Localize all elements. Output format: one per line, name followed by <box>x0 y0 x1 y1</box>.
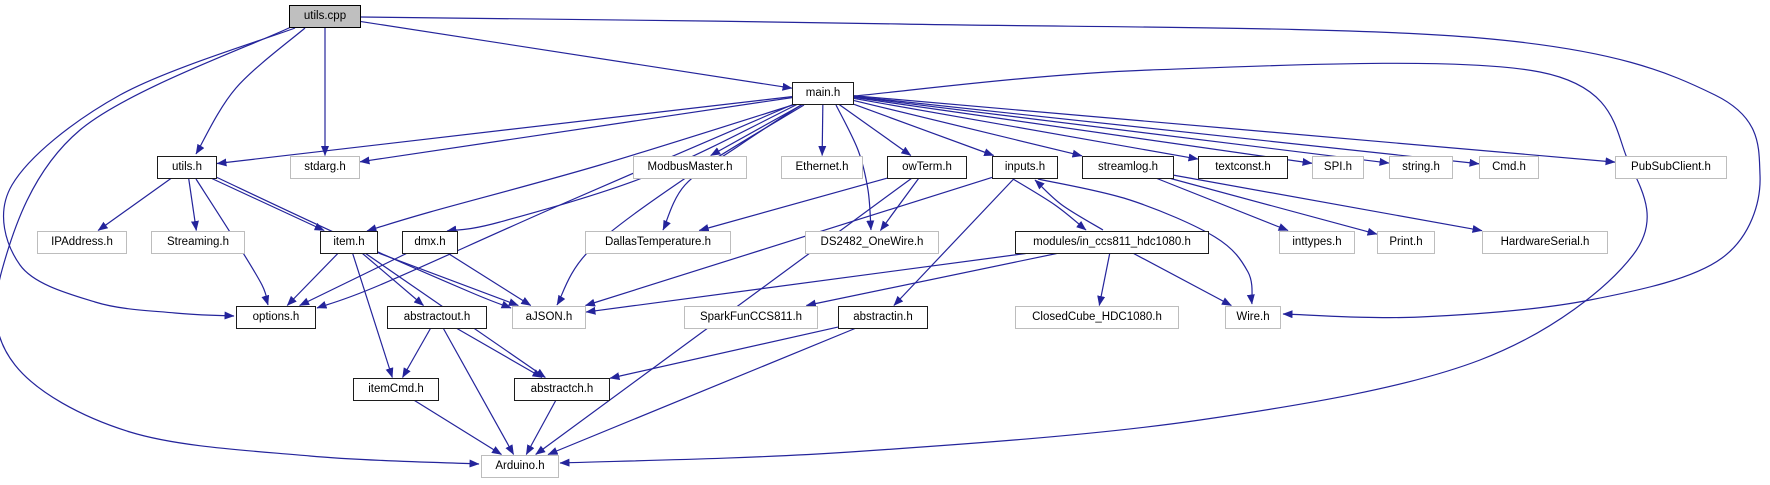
edge-main_h-to-stdarg_h <box>359 97 793 165</box>
edge-main_h-to-ds2482_onewire_h <box>835 104 875 231</box>
edge-streamlog_h-to-inttypes_h <box>1156 177 1289 232</box>
edge-itemcmd_h-to-arduino_h <box>414 399 502 456</box>
node-dallastemperature_h[interactable]: DallasTemperature.h <box>585 230 731 254</box>
node-abstractin_h[interactable]: abstractin.h <box>838 305 928 329</box>
edge-dmx_h-to-ajson_h <box>447 252 532 307</box>
node-textconst_h[interactable]: textconst.h <box>1198 155 1288 179</box>
edge-streamlog_h-to-print_h <box>1170 177 1378 236</box>
edge-main_h-to-owterm_h <box>838 104 912 156</box>
edge-item_h-to-abstractout_h <box>362 253 424 306</box>
edge-main_h-to-options_h <box>316 103 795 309</box>
edge-dmx_h-to-options_h <box>299 252 407 307</box>
node-ethernet_h[interactable]: Ethernet.h <box>781 155 863 179</box>
node-modules_in_ccs811[interactable]: modules/in_ccs811_hdc1080.h <box>1015 230 1209 254</box>
node-streaming_h[interactable]: Streaming.h <box>151 230 245 254</box>
edge-streamlog_h-to-hardwareserial_h <box>1173 174 1483 233</box>
edge-modules_in_ccs811-to-inputs_h <box>1034 179 1104 231</box>
node-owterm_h[interactable]: owTerm.h <box>887 155 967 179</box>
node-modbusmaster_h[interactable]: ModbusMaster.h <box>633 155 747 179</box>
node-dmx_h[interactable]: dmx.h <box>402 230 458 254</box>
edge-main_h-to-inputs_h <box>853 103 995 157</box>
node-print_h[interactable]: Print.h <box>1377 230 1435 254</box>
edge-owterm_h-to-ds2482_onewire_h <box>879 178 920 231</box>
node-utils_cpp[interactable]: utils.cpp <box>289 4 361 28</box>
node-utils_h[interactable]: utils.h <box>157 155 217 179</box>
node-spi_h[interactable]: SPI.h <box>1312 155 1364 179</box>
node-stdarg_h[interactable]: stdarg.h <box>290 155 360 179</box>
node-wire_h[interactable]: Wire.h <box>1225 305 1281 329</box>
edge-abstractin_h-to-abstractch_h <box>609 326 839 381</box>
node-cmd_h[interactable]: Cmd.h <box>1479 155 1539 179</box>
edge-utils_cpp-to-utils_h <box>195 27 306 155</box>
node-itemcmd_h[interactable]: itemCmd.h <box>353 377 439 401</box>
edge-item_h-to-itemcmd_h <box>352 253 394 378</box>
node-hardwareserial_h[interactable]: HardwareSerial.h <box>1482 230 1608 254</box>
edge-utils_cpp-to-main_h <box>360 20 793 91</box>
node-inttypes_h[interactable]: inttypes.h <box>1279 230 1355 254</box>
edge-modules_in_ccs811-to-ajson_h <box>585 252 1026 315</box>
edge-main_h-to-cmd_h <box>853 95 1480 167</box>
edge-utils_cpp-to-wire_h <box>360 16 1761 319</box>
edge-inputs_h-to-abstractin_h <box>893 178 1015 306</box>
edge-inputs_h-to-ajson_h <box>585 176 993 307</box>
edge-modules_in_ccs811-to-sparkfunccs811_h <box>805 252 1057 308</box>
node-ds2482_onewire_h[interactable]: DS2482_OneWire.h <box>805 230 939 254</box>
edge-abstractout_h-to-itemcmd_h <box>402 328 431 378</box>
node-closedcube_hdc1080_h[interactable]: ClosedCube_HDC1080.h <box>1015 305 1179 329</box>
node-abstractout_h[interactable]: abstractout.h <box>387 305 487 329</box>
node-ajson_h[interactable]: aJSON.h <box>512 305 586 329</box>
edge-main_h-to-arduino_h <box>559 62 1648 467</box>
edge-main_h-to-spi_h <box>853 96 1313 166</box>
edge-main_h-to-streamlog_h <box>853 99 1083 158</box>
edge-item_h-to-ajson_h <box>377 252 519 307</box>
edge-abstractout_h-to-abstractch_h <box>456 327 543 379</box>
edge-utils_h-to-options_h <box>195 178 270 306</box>
edge-utils_h-to-ipaddress_h <box>97 178 172 231</box>
edge-owterm_h-to-dallastemperature_h <box>698 177 888 232</box>
edge-main_h-to-dmx_h <box>446 103 799 234</box>
node-sparkfunccs811_h[interactable]: SparkFunCCS811.h <box>684 305 818 329</box>
edge-item_h-to-options_h <box>286 253 339 306</box>
edge-abstractin_h-to-arduino_h <box>547 327 856 456</box>
edge-utils_h-to-streaming_h <box>188 178 199 231</box>
edge-modules_in_ccs811-to-closedcube_hdc1080_h <box>1097 253 1111 306</box>
node-streamlog_h[interactable]: streamlog.h <box>1082 155 1174 179</box>
node-string_h[interactable]: string.h <box>1389 155 1453 179</box>
edge-main_h-to-ethernet_h <box>818 104 827 156</box>
node-options_h[interactable]: options.h <box>236 305 316 329</box>
edge-abstractch_h-to-arduino_h <box>525 400 557 455</box>
node-abstractch_h[interactable]: abstractch.h <box>514 377 610 401</box>
edge-abstractout_h-to-arduino_h <box>442 328 515 455</box>
node-main_h[interactable]: main.h <box>792 81 854 105</box>
edge-modules_in_ccs811-to-wire_h <box>1133 252 1232 307</box>
edge-main_h-to-item_h <box>366 103 797 233</box>
node-inputs_h[interactable]: inputs.h <box>992 155 1058 179</box>
edge-utils_h-to-item_h <box>211 177 325 232</box>
edge-utils_cpp-to-options_h <box>3 27 296 320</box>
node-item_h[interactable]: item.h <box>320 230 378 254</box>
edge-main_h-to-textconst_h <box>853 97 1199 162</box>
edge-utils_cpp-to-arduino_h <box>0 26 480 468</box>
node-ipaddress_h[interactable]: IPAddress.h <box>37 230 127 254</box>
node-pubsubclient_h[interactable]: PubSubClient.h <box>1615 155 1727 179</box>
edge-main_h-to-string_h <box>853 96 1390 166</box>
edge-main_h-to-modbusmaster_h <box>710 103 803 157</box>
edge-main_h-to-pubsubclient_h <box>853 95 1616 166</box>
node-arduino_h[interactable]: Arduino.h <box>481 454 559 478</box>
edge-main_h-to-utils_h <box>216 96 793 167</box>
edge-inputs_h-to-modules_in_ccs811 <box>1012 178 1087 231</box>
